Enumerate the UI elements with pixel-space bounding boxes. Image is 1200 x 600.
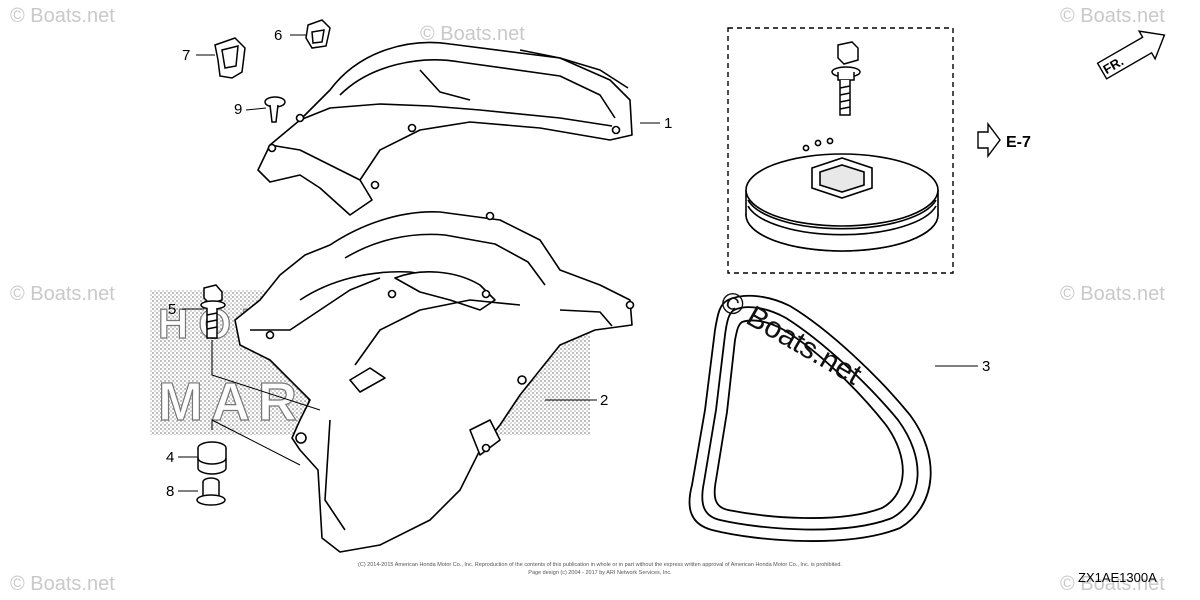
watermark-top-left: © Boats.net	[10, 5, 115, 27]
dashed-frame	[727, 27, 954, 274]
part-5-bolt	[200, 284, 226, 339]
watermark-top-right: © Boats.net	[1060, 5, 1165, 27]
callouts: 1 2 3 4 5 6 7 8 9	[166, 27, 990, 500]
watermark-mid-left: © Boats.net	[10, 283, 115, 305]
front-direction-indicator: FR.	[1096, 30, 1166, 80]
watermark-top-center: © Boats.net	[420, 23, 525, 45]
callout-1: 1	[664, 115, 672, 132]
watermark-group: © Boats.net © Boats.net © Boats.net © Bo…	[10, 5, 1165, 595]
center-watermark: © Boats.net	[715, 284, 868, 392]
front-arrow-icon	[1096, 30, 1166, 80]
part-1-upper-cover	[257, 41, 633, 216]
part-4-grommet	[197, 441, 227, 475]
diagram-code: ZX1AE1300A	[1078, 570, 1157, 585]
callout-7: 7	[182, 47, 190, 64]
watermark-bottom-right: © Boats.net	[1060, 573, 1165, 595]
part-9-screw	[264, 96, 286, 123]
callout-2: 2	[600, 392, 608, 409]
pulley-bolt	[831, 41, 861, 116]
copyright-line-2: Page design (c) 2004 - 2017 by ARI Netwo…	[528, 570, 672, 576]
part-3-belt	[688, 294, 932, 542]
arrow-right-icon	[977, 121, 1001, 159]
callout-5: 5	[168, 301, 176, 318]
callout-9: 9	[234, 101, 242, 118]
reference-label: E-7	[1006, 134, 1031, 151]
watermark-mid-right: © Boats.net	[1060, 283, 1165, 305]
reference-arrow: E-7	[977, 121, 1031, 159]
part-8-collar	[196, 477, 226, 506]
pulley	[745, 137, 939, 252]
part-2-lower-case	[234, 211, 635, 553]
pulley-detail-box	[727, 27, 954, 274]
callout-8: 8	[166, 483, 174, 500]
part-7-clip	[214, 37, 246, 79]
watermark-bottom-left: © Boats.net	[10, 573, 115, 595]
copyright-line-1: (C) 2014-2015 American Honda Motor Co., …	[358, 562, 842, 568]
callout-3: 3	[982, 358, 990, 375]
part-6-clip	[305, 19, 331, 49]
callout-4: 4	[166, 449, 174, 466]
leader-lines	[178, 34, 978, 492]
callout-6: 6	[274, 27, 282, 44]
